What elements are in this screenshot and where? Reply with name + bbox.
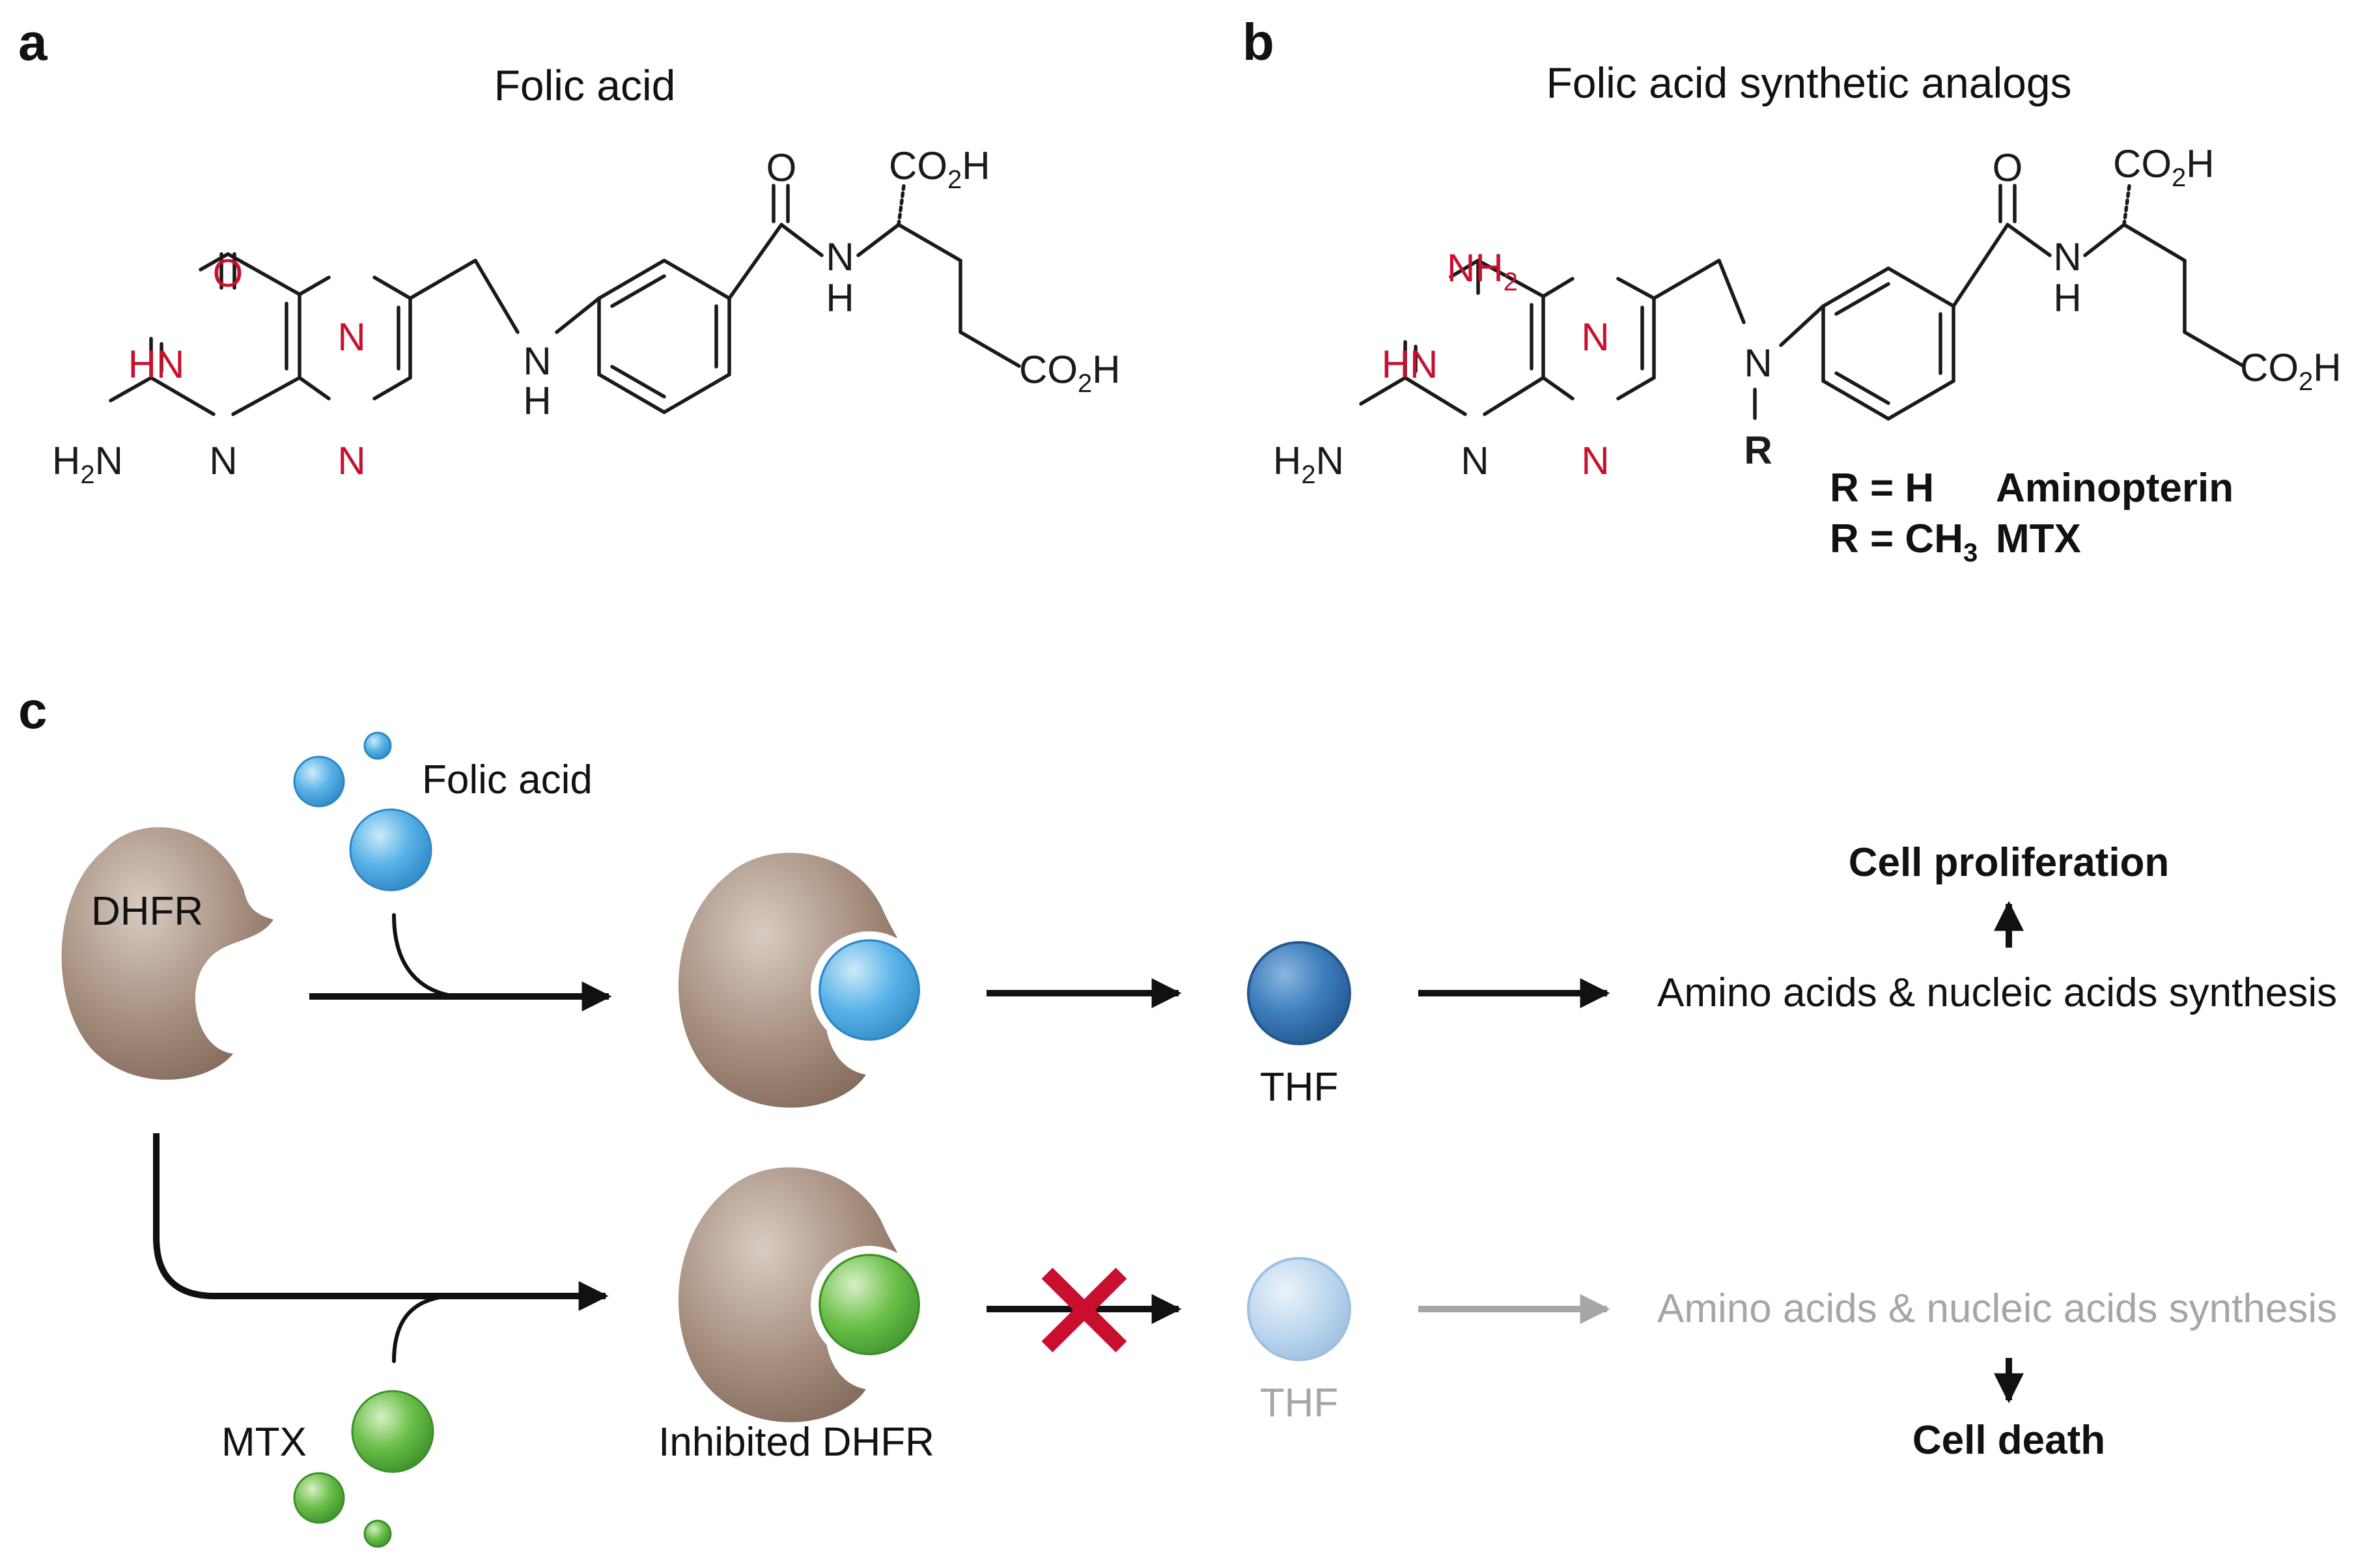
panel-c-letter: c <box>18 681 48 739</box>
atom-n: N <box>1581 439 1609 483</box>
atom-co2h: CO2H <box>2113 142 2215 192</box>
analog-name: Aminopterin <box>1996 466 2233 511</box>
dhfr-enzyme <box>61 827 274 1080</box>
atom-n: N <box>826 235 854 279</box>
atom-hn: HN <box>128 343 185 386</box>
folic-acid-molecule <box>293 755 345 808</box>
analog-name: MTX <box>1996 516 2081 561</box>
cell-proliferation-label: Cell proliferation <box>1849 840 2170 885</box>
substrate-entry-curve <box>392 913 458 998</box>
folic-acid-outline <box>819 939 920 1041</box>
inhibitor-entry-curve <box>392 1294 451 1363</box>
atom-n: N <box>1461 439 1489 483</box>
synthesis-label-inactive: Amino acids & nucleic acids synthesis <box>1657 1286 2337 1331</box>
atom-r: R <box>1744 429 1772 472</box>
atom-h: H <box>826 276 854 320</box>
atom-n: N <box>1581 315 1609 359</box>
thf-molecule <box>1247 941 1351 1045</box>
mtx-outline <box>819 1254 920 1355</box>
panel-a: a Folic acid <box>18 13 1121 489</box>
atom-oxygen: O <box>766 146 797 190</box>
synthesis-label: Amino acids & nucleic acids synthesis <box>1657 970 2337 1015</box>
atom-n: N <box>1744 341 1772 385</box>
mtx-molecule <box>811 1246 928 1363</box>
atom-co2h: CO2H <box>889 144 990 194</box>
thf-label: THF <box>1260 1065 1339 1110</box>
atom-n: N <box>523 339 551 383</box>
atom-nh2: NH2 <box>1447 246 1518 296</box>
folic-acid-label: Folic acid <box>422 757 593 802</box>
atom-hn: HN <box>1382 343 1438 386</box>
folic-acid-structure: O HN H2N N N N N H O N H CO2H CO2H <box>52 144 1121 489</box>
panel-a-letter: a <box>18 13 48 71</box>
atom-co2h: CO2H <box>1019 348 1121 398</box>
atom-oxygen: O <box>213 251 244 295</box>
inhibition-pathway-arrow <box>153 1133 609 1311</box>
mtx-molecule <box>363 1519 392 1548</box>
atom-n: N <box>209 439 237 483</box>
panel-c: c DHFR Folic acid THF Amino acids & nucl… <box>18 681 2337 1548</box>
analog-structure: NH2 HN H2N N N N N R O N H CO2H CO2H <box>1273 142 2342 489</box>
mtx-molecule <box>293 1472 345 1524</box>
atom-co2h: CO2H <box>2240 346 2342 396</box>
dhfr-enzyme <box>678 1167 897 1422</box>
analog-legend: R = H Aminopterin R = CH3 MTX <box>1830 466 2233 567</box>
atom-n: N <box>337 315 365 359</box>
atom-n: N <box>337 439 365 483</box>
folic-acid-molecule <box>363 731 392 760</box>
mtx-label: MTX <box>221 1420 307 1465</box>
panel-b-letter: b <box>1242 13 1274 71</box>
atom-h: H <box>2053 276 2081 320</box>
atom-oxygen: O <box>1993 146 2023 190</box>
atom-n: N <box>2053 235 2081 279</box>
thf-molecule-inactive <box>1247 1257 1351 1361</box>
analog-r-label: R = CH3 <box>1830 516 1978 567</box>
folic-acid-molecule <box>349 808 432 892</box>
panel-a-title: Folic acid <box>494 61 676 109</box>
inhibition-x-icon <box>1041 1267 1127 1353</box>
panel-b: b Folic acid synthetic analogs <box>1242 13 2342 567</box>
thf-label-inactive: THF <box>1260 1381 1339 1426</box>
dhfr-enzyme <box>678 853 897 1108</box>
folic-acid-molecule <box>811 931 928 1049</box>
atom-h: H <box>523 379 551 423</box>
inhibited-dhfr-label: Inhibited DHFR <box>658 1420 934 1465</box>
atom-h2n: H2N <box>1273 439 1344 489</box>
panel-b-title: Folic acid synthetic analogs <box>1546 59 2071 107</box>
cell-death-label: Cell death <box>1912 1418 2105 1463</box>
dhfr-label: DHFR <box>91 889 203 934</box>
mtx-molecule <box>351 1390 434 1473</box>
atom-h2n: H2N <box>52 439 123 489</box>
analog-r-label: R = H <box>1830 466 1934 511</box>
